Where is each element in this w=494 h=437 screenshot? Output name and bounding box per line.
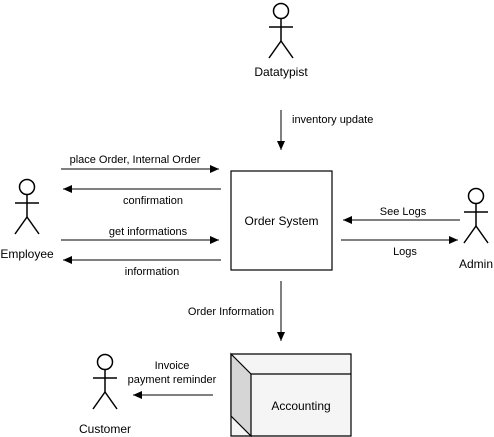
order-system-label: Order System [244,214,318,228]
see-logs-label: See Logs [380,206,427,218]
employee-actor[interactable] [14,178,40,235]
datatypist-label: Datatypist [254,65,308,79]
admin-actor[interactable] [463,187,489,244]
admin-label: Admin [459,257,493,271]
inventory-update-label: inventory update [292,114,373,126]
order-information-label: Order Information [188,306,274,318]
information-label: information [125,266,179,278]
get-informations-label: get informations [109,226,188,238]
employee-label: Employee [0,247,54,261]
customer-label: Customer [79,422,131,436]
customer-actor[interactable] [92,353,118,410]
confirmation-label: confirmation [123,195,183,207]
invoice-label-line2: payment reminder [128,374,217,386]
accounting-cube[interactable] [230,352,352,437]
accounting-label: Accounting [271,399,330,413]
datatypist-actor[interactable] [268,2,294,59]
place-order-label: place Order, Internal Order [70,154,201,166]
invoice-label-line1: Invoice [155,360,190,372]
order-system-box[interactable] [230,170,333,271]
logs-label: Logs [393,246,417,258]
